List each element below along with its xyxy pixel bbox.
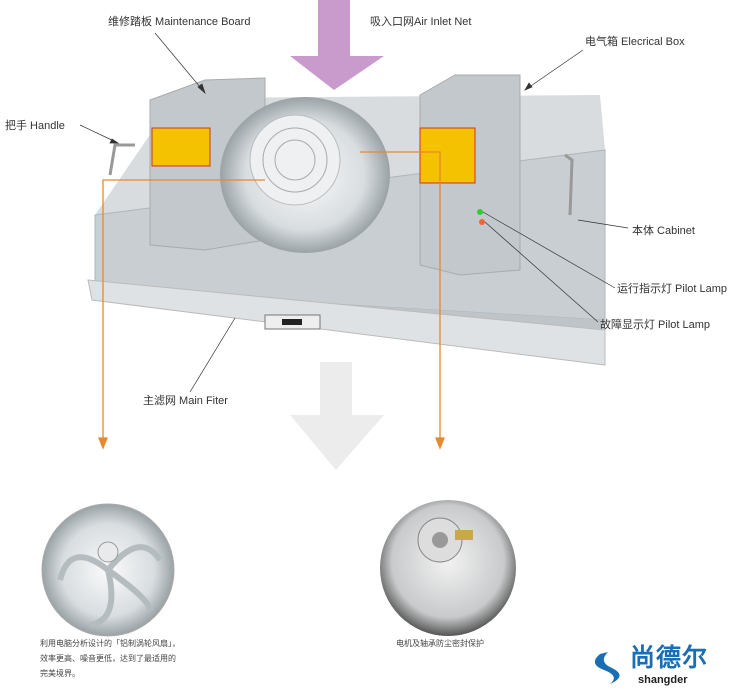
logo-swoosh-icon: [594, 652, 620, 684]
label-main-filter: 主滤网 Main Fiter: [143, 395, 228, 407]
label-maintenance-board: 维修踏板 Maintenance Board: [108, 16, 251, 28]
logo-en: shangder: [638, 674, 688, 686]
caption-line: 完美境界。: [40, 669, 80, 678]
impeller-photo: [41, 503, 175, 637]
leader-lines: [79, 32, 629, 393]
caption-line: 利用电脑分析设计的「铝制涡轮风扇」，: [40, 639, 180, 648]
label-handle: 把手 Handle: [5, 120, 65, 132]
caption-impeller: 利用电脑分析设计的「铝制涡轮风扇」， 效率更高、噪音更低，达到了最适用的 完美境…: [40, 636, 180, 681]
logo-cn: 尚德尔: [630, 644, 709, 672]
air-inlet-arrow: [290, 0, 384, 90]
label-electrical-box: 电气箱 Elecrical Box: [585, 36, 685, 48]
air-outlet-arrow: [290, 362, 384, 470]
caption-motor: 电机及轴承防尘密封保护: [396, 639, 484, 648]
caption-line: 效率更高、噪音更低，达到了最适用的: [40, 654, 176, 663]
pointer-lines: [98, 151, 445, 450]
label-cabinet: 本体 Cabinet: [632, 225, 695, 237]
ffu-cabinet: [87, 74, 606, 366]
label-fault-lamp: 故障显示灯 Pilot Lamp: [600, 319, 711, 331]
label-run-lamp: 运行指示灯 Pilot Lamp: [617, 283, 728, 295]
motor-photo: [380, 500, 516, 636]
label-air-inlet: 吸入口网Air Inlet Net: [370, 16, 472, 28]
brand-logo: 尚德尔 shangder: [588, 645, 728, 689]
